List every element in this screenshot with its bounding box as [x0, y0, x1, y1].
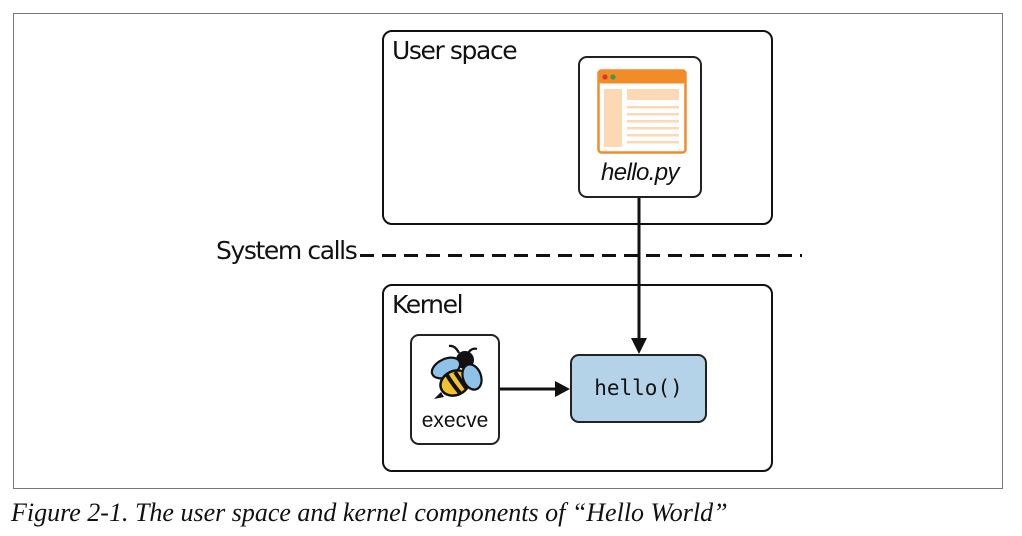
user-space-label: User space [392, 36, 518, 65]
system-calls-label: System calls [216, 236, 358, 265]
hello-py-label: hello.py [601, 159, 680, 186]
bee-icon [430, 344, 483, 399]
hello-function-label: hello() [594, 376, 683, 400]
figure-caption: Figure 2-1. The user space and kernel co… [11, 498, 728, 527]
hello-py-node: hello.py [578, 56, 702, 198]
execve-label: execve [421, 409, 489, 432]
figure-frame [13, 13, 1003, 489]
system-calls-boundary [360, 254, 802, 257]
user-space-region: User space [382, 30, 773, 225]
kernel-label: Kernel [392, 290, 464, 319]
browser-window-icon [597, 69, 687, 154]
attach-arrow-head [555, 381, 570, 397]
hello-function-node: hello() [570, 354, 707, 423]
execve-node: execve [410, 334, 500, 445]
syscall-arrow-head [631, 338, 647, 354]
